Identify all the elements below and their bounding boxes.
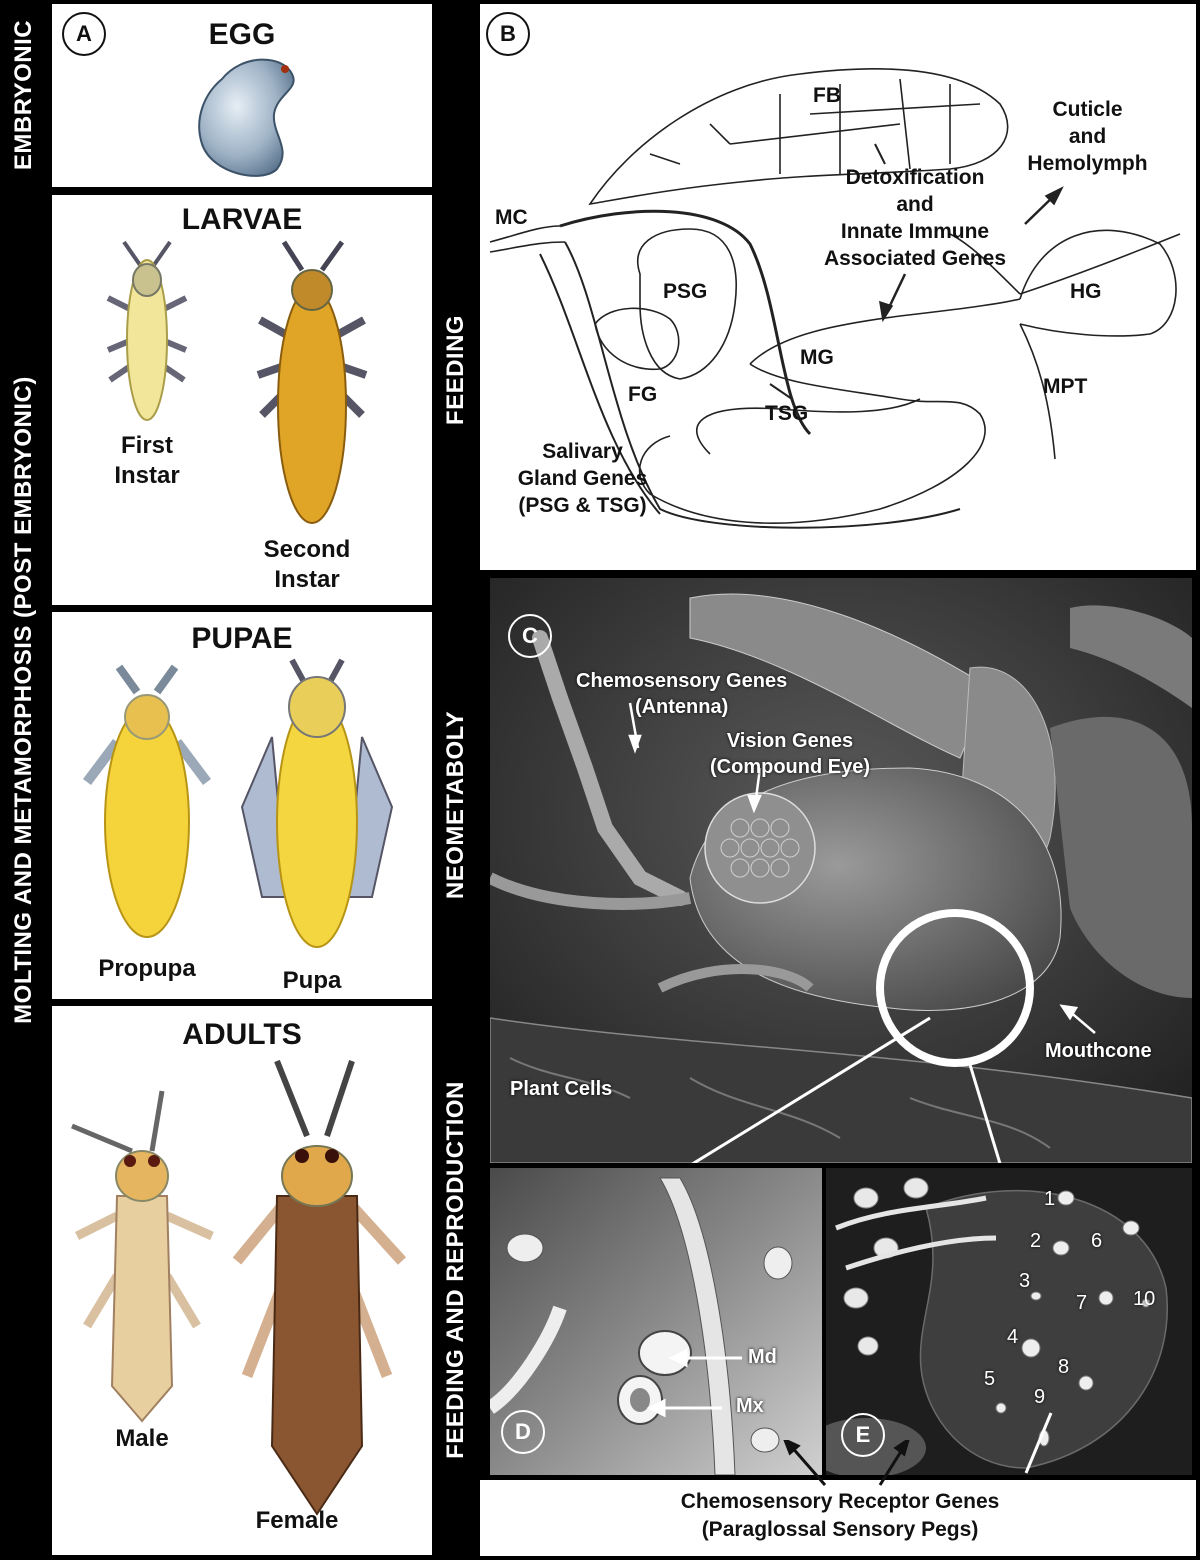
label-mc: MC [495, 206, 528, 229]
paraglossal-pegs-sem-image [826, 1168, 1192, 1475]
panel-adults: ADULTS Male Female [52, 1006, 432, 1555]
propupa-caption: Propupa [98, 955, 196, 982]
panel-c-letter: C [508, 614, 552, 658]
egg-image [198, 58, 295, 177]
molting-label: MOLTING AND METAMORPHOSIS (POST EMBRYONI… [10, 376, 37, 1024]
thrips-head-sem-image [490, 578, 1192, 1163]
panel-a-egg: A EGG [52, 4, 432, 187]
first-instar-larva-image [106, 240, 188, 421]
peg-label-10: 10 [1133, 1288, 1156, 1310]
panel-e-sem: 1 2 3 4 5 6 7 8 9 10 E [826, 1168, 1192, 1475]
panel-b-anatomy: B FB [480, 4, 1196, 570]
molting-label-strip: MOLTING AND METAMORPHOSIS (POST EMBRYONI… [0, 195, 48, 1555]
label-vision-eye: Vision Genes (Compound Eye) [710, 730, 870, 778]
label-salivary-genes: Salivary Gland Genes (PSG & TSG) [517, 440, 648, 517]
label-mg: MG [800, 346, 834, 369]
panel-larvae: LARVAE First Instar Second Instar [52, 195, 432, 605]
panel-b-letter: B [486, 12, 530, 56]
peg-label-2: 2 [1030, 1230, 1042, 1252]
label-psg: PSG [663, 280, 708, 303]
pupa-caption: Pupa [282, 967, 342, 994]
peg-label-9: 9 [1034, 1386, 1046, 1408]
label-chemosensory-receptor-genes: Chemosensory Receptor Genes (Paraglossal… [680, 1490, 1000, 1541]
label-mouthcone: Mouthcone [1045, 1040, 1152, 1062]
label-chemosensory-antenna: Chemosensory Genes (Antenna) [576, 670, 788, 718]
larvae-title: LARVAE [181, 203, 303, 236]
feeding-label: FEEDING [442, 314, 469, 426]
panel-a-letter: A [62, 12, 106, 56]
egg-title: EGG [208, 18, 276, 51]
panel-d-letter: D [501, 1410, 545, 1454]
male-caption: Male [115, 1425, 169, 1452]
label-plant-cells: Plant Cells [510, 1078, 613, 1100]
feeding-reproduction-label: FEEDING AND REPRODUCTION [442, 1081, 469, 1459]
panel-e-letter: E [841, 1413, 885, 1457]
label-fg: FG [628, 383, 658, 406]
peg-label-8: 8 [1058, 1356, 1070, 1378]
label-detox-immune: Detoxification and Innate Immune Associa… [823, 166, 1007, 270]
panel-pupae: PUPAE Propupa Pupa [52, 612, 432, 999]
embryonic-label: EMBRYONIC [10, 19, 37, 171]
first-instar-caption: First Instar [114, 432, 180, 489]
caption-arrows [783, 1440, 910, 1486]
pupa-image [240, 658, 394, 948]
second-instar-caption: Second Instar [263, 536, 351, 593]
panel-d-sem: Md Mx D [490, 1168, 822, 1475]
peg-label-4: 4 [1007, 1326, 1019, 1348]
peg-label-1: 1 [1044, 1188, 1056, 1210]
bottom-caption-area: Chemosensory Receptor Genes (Paraglossal… [480, 1440, 1196, 1556]
peg-label-3: 3 [1019, 1270, 1031, 1292]
label-tsg: TSG [765, 402, 809, 425]
label-cuticle-hemolymph: Cuticle and Hemolymph [1027, 98, 1148, 175]
propupa-image [83, 664, 211, 938]
peg-label-6: 6 [1091, 1230, 1103, 1252]
adults-title: ADULTS [182, 1018, 302, 1051]
label-mx: Mx [736, 1395, 764, 1417]
label-hg: HG [1070, 280, 1102, 303]
peg-label-5: 5 [984, 1368, 996, 1390]
panel-c-sem: C Chemosensory Genes (Antenna) Vision Ge… [490, 578, 1192, 1163]
female-adult-image [232, 1059, 407, 1516]
digestive-system-drawing [489, 68, 1181, 529]
pupae-title: PUPAE [191, 622, 293, 655]
second-instar-larva-image [256, 240, 368, 524]
male-adult-image [71, 1090, 214, 1423]
label-md: Md [748, 1346, 777, 1368]
label-fb: FB [813, 84, 841, 107]
mouthparts-sem-image [490, 1168, 822, 1475]
embryonic-label-strip: EMBRYONIC [0, 0, 48, 190]
female-caption: Female [255, 1507, 339, 1534]
peg-label-7: 7 [1076, 1292, 1088, 1314]
label-mpt: MPT [1043, 375, 1088, 398]
neometaboly-label: NEOMETABOLY [442, 710, 469, 900]
